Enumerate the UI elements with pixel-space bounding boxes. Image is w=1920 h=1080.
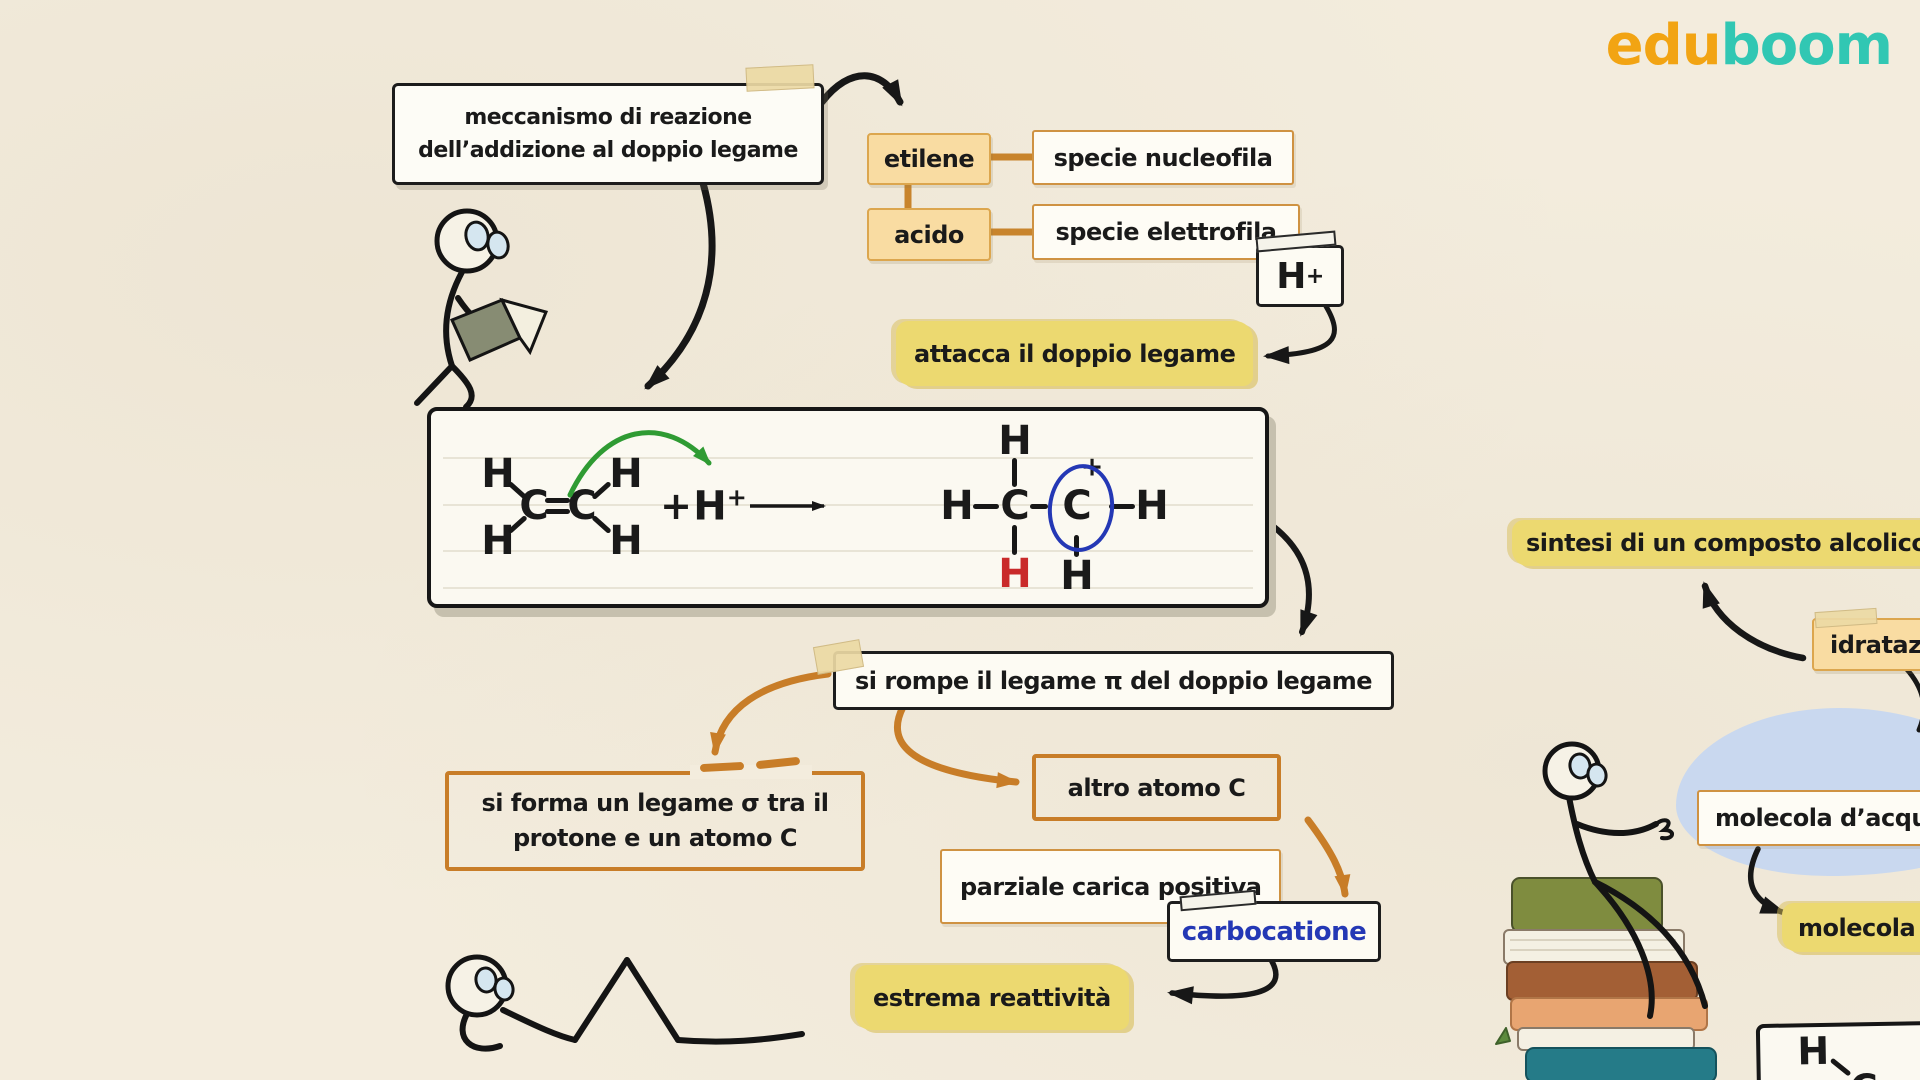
atom-h: H: [609, 451, 643, 497]
node-molecola: molecola: [1782, 903, 1920, 952]
stick-figure-reading: [414, 208, 549, 410]
proton-charge: +: [726, 483, 747, 512]
node-specie-nucleofila: specie nucleofila: [1032, 130, 1294, 185]
bond: [973, 504, 999, 509]
arrow-sirompe-to-siforma: [710, 670, 832, 756]
plus-sign: +: [660, 484, 692, 528]
arrow-blob-to-molecola: [1747, 846, 1787, 915]
h-plus-charge: +: [1305, 263, 1324, 289]
bond: [1012, 458, 1017, 487]
paper-rule: [443, 457, 1253, 459]
proton-h: H: [693, 483, 727, 530]
book-stack: [1495, 877, 1717, 1080]
arrow-altro-to-carbocatione: [1304, 816, 1351, 898]
bond: [1829, 1057, 1852, 1077]
paper-rule: [443, 504, 1253, 506]
node-h-plus: H+: [1256, 245, 1344, 307]
arrow-sirompe-to-altro: [894, 703, 1020, 789]
node-altro-atomo: altro atomo C: [1032, 754, 1281, 821]
node-si-rompe: si rompe il legame π del doppio legame: [833, 651, 1394, 710]
paper-rule: [443, 550, 1253, 552]
atom-h: H: [940, 483, 974, 529]
carbocation-charge: +: [1080, 451, 1104, 483]
reaction-box: H C C H H H + H+ H C C H H H H +: [427, 407, 1269, 608]
node-specie-elettrofila: specie elettrofila: [1032, 204, 1300, 260]
atom-h: H: [998, 418, 1032, 464]
atom-h: H: [609, 518, 643, 564]
atom-h: H: [481, 451, 515, 497]
stick-figure-sitting: [1542, 741, 1708, 1019]
node-estrema: estrema reattività: [855, 965, 1129, 1030]
double-bond: [545, 498, 570, 503]
node-parziale: parziale carica positiva: [940, 849, 1282, 924]
logo-boom: boom: [1720, 13, 1893, 78]
node-attacca: attacca il doppio legame: [896, 321, 1254, 386]
proton: H+: [693, 485, 747, 526]
atom-h: H: [1797, 1028, 1830, 1074]
bond: [1030, 504, 1048, 509]
atom-h-red: H: [998, 551, 1032, 597]
stick-figure-lying: [445, 954, 805, 1052]
arrow-reaction-to-sirompe: [1260, 516, 1318, 637]
arrow-title-to-reaction: [644, 179, 716, 390]
bond: [1074, 535, 1079, 557]
atom-c: C: [1000, 483, 1030, 529]
arrow-to-sintesi: [1701, 581, 1807, 662]
atom-c: C: [1062, 483, 1092, 529]
h-plus-symbol: H: [1276, 255, 1306, 297]
arrow-carbocatione-to-estrema: [1167, 955, 1279, 1005]
paper-rule: [443, 587, 1253, 589]
main-title: meccanismo di reazione dell’addizione al…: [392, 83, 824, 185]
node-carbocatione: carbocatione: [1167, 901, 1381, 962]
node-idratazione: idratazione: [1812, 618, 1920, 671]
arrow-hplus-to-attacca: [1263, 300, 1337, 365]
node-etilene: etilene: [867, 133, 991, 185]
atom-c: C: [1850, 1066, 1879, 1080]
double-bond: [545, 509, 570, 514]
partial-structure-box: H C: [1755, 1019, 1920, 1080]
node-sintesi: sintesi di un composto alcolico: [1512, 520, 1920, 566]
bond: [1012, 525, 1017, 555]
curly-green-arrow: [567, 430, 712, 498]
node-acido: acido: [867, 208, 991, 261]
bond: [1109, 504, 1135, 509]
arrow-idratazione-down: [1900, 662, 1920, 733]
arrow-title-to-etilene: [818, 72, 904, 107]
atom-h: H: [1060, 553, 1094, 599]
title-tape: [745, 64, 815, 92]
node-si-forma: si forma un legame σ tra il protone e un…: [445, 771, 865, 871]
eduboom-logo: eduboom: [1606, 18, 1893, 74]
atom-h: H: [1135, 483, 1169, 529]
node-molecola-acqua: molecola d’acqua: [1697, 790, 1920, 846]
logo-edu: edu: [1605, 13, 1722, 78]
reaction-arrows: [567, 430, 826, 511]
